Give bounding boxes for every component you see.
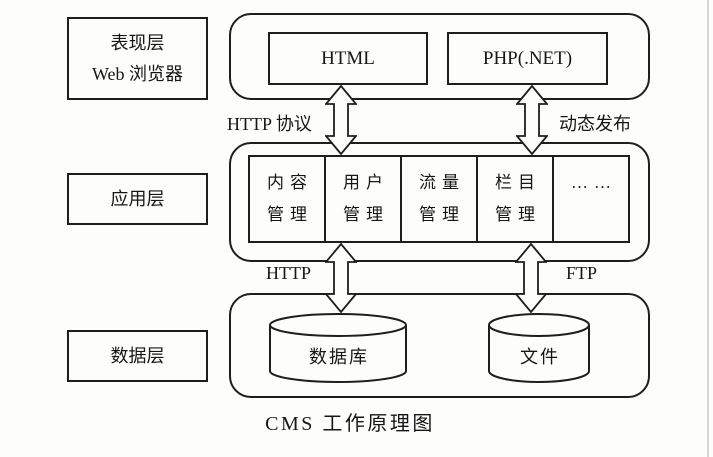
module-line: 管理 (495, 205, 541, 224)
ftp-label: FTP (566, 263, 598, 283)
module-cell-user-management: 用户 管理 (324, 157, 400, 241)
module-line: 管理 (267, 205, 313, 224)
database-cylinder: 数据库 (268, 312, 408, 384)
http-protocol-label: HTTP 协议 (227, 114, 312, 134)
module-line: 内容 (267, 173, 313, 192)
database-label: 数据库 (309, 347, 369, 367)
presentation-layer-box: 表现层 Web 浏览器 (67, 17, 208, 100)
application-layer-box: 应用层 (67, 173, 208, 225)
module-line: …… (571, 173, 617, 192)
module-row: 内容 管理 用户 管理 流量 管理 栏目 管理 …… (248, 155, 630, 243)
html-label: HTML (321, 47, 375, 69)
module-line: 管理 (419, 205, 465, 224)
module-cell-traffic-management: 流量 管理 (400, 157, 476, 241)
http-label: HTTP (266, 263, 311, 283)
double-arrow-http-icon (325, 243, 357, 313)
module-line: 栏目 (495, 173, 541, 192)
diagram-caption: CMS 工作原理图 (265, 413, 435, 435)
cylinder-shape-icon (269, 313, 407, 383)
presentation-layer-subtitle: Web 浏览器 (91, 64, 184, 84)
data-layer-title: 数据层 (110, 346, 165, 366)
module-cell-ellipsis: …… (552, 157, 628, 241)
file-label: 文件 (520, 347, 560, 367)
module-line: 用户 (343, 173, 389, 192)
html-box: HTML (268, 32, 428, 85)
dynamic-publish-label: 动态发布 (559, 114, 631, 134)
file-cylinder: 文件 (487, 312, 591, 384)
double-arrow-http-protocol-icon (325, 85, 357, 155)
double-arrow-dynamic-publish-icon (516, 85, 548, 155)
module-line: 管理 (343, 205, 389, 224)
php-label: PHP(.NET) (482, 47, 573, 69)
module-cell-content-management: 内容 管理 (250, 157, 324, 241)
module-cell-column-management: 栏目 管理 (476, 157, 552, 241)
presentation-layer-title: 表现层 (110, 33, 165, 53)
application-layer-title: 应用层 (110, 189, 165, 209)
scan-edge-artifact (707, 0, 709, 457)
module-line: 流量 (419, 173, 465, 192)
double-arrow-ftp-icon (515, 243, 547, 313)
data-layer-box: 数据层 (67, 330, 208, 382)
php-box: PHP(.NET) (447, 32, 608, 85)
cylinder-shape-icon (488, 313, 590, 383)
